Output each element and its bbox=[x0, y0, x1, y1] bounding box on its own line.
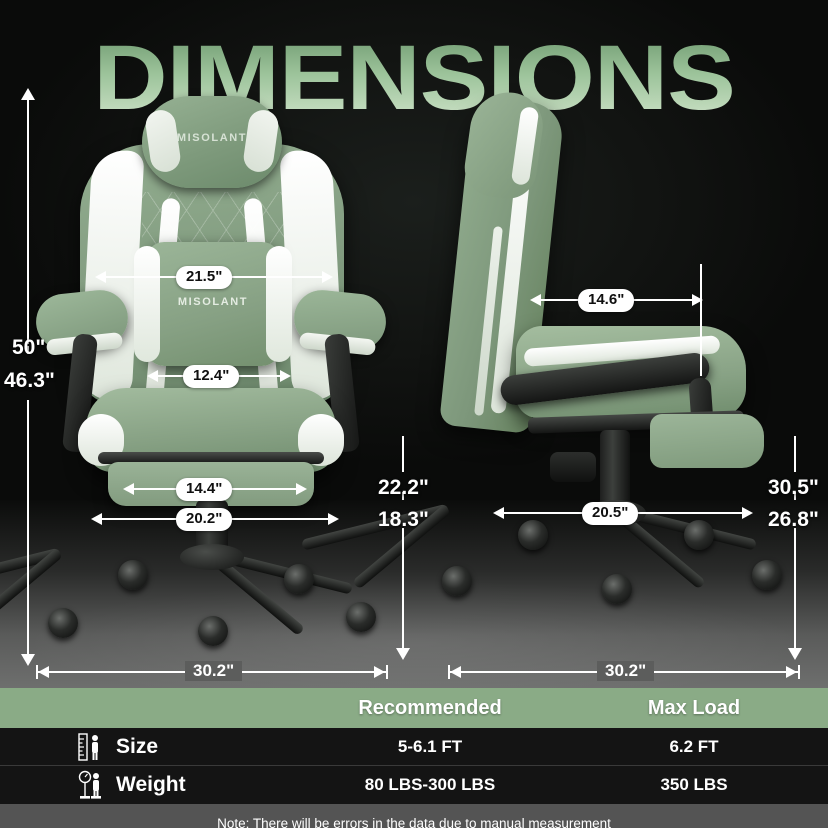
dim-back-height-min-label: 26.8" bbox=[768, 508, 819, 531]
caster-wheel bbox=[518, 520, 548, 550]
dim-height-max-label: 50" bbox=[12, 336, 46, 359]
dim-armrest-depth-label: 14.6" bbox=[578, 289, 635, 312]
height-ruler-person-icon bbox=[78, 732, 104, 762]
dim-base-width-front-label: 30.2" bbox=[185, 661, 243, 681]
table-row: Size 5-6.1 FT 6.2 FT bbox=[0, 728, 828, 766]
dim-base-depth-side-label: 30.2" bbox=[597, 661, 655, 681]
caster-wheel bbox=[284, 564, 314, 594]
dim-seat-height-max-label: 22.2" bbox=[378, 476, 429, 499]
caster-wheel bbox=[752, 560, 782, 590]
footrest-side bbox=[650, 414, 764, 468]
dim-seat-outer-width-label: 20.2" bbox=[176, 508, 233, 531]
dim-seat-height-min-label: 18.3" bbox=[378, 508, 429, 531]
cell-weight-max-load: 350 LBS bbox=[660, 775, 728, 794]
dim-seat-width-label: 14.4" bbox=[176, 478, 233, 501]
caster-wheel bbox=[118, 560, 148, 590]
dim-backrest-width-label: 21.5" bbox=[176, 266, 233, 289]
weight-scale-person-icon bbox=[78, 770, 104, 800]
dim-seat-depth-label: 20.5" bbox=[582, 502, 639, 525]
row-label-weight: Weight bbox=[116, 773, 186, 796]
header-cell-max-load: Max Load bbox=[647, 696, 741, 719]
table-row: Weight 80 LBS-300 LBS 350 LBS bbox=[0, 766, 828, 804]
gas-lift-cylinder-side bbox=[600, 430, 630, 508]
cell-size-recommended: 5-6.1 FT bbox=[397, 736, 463, 756]
row-label-size: Size bbox=[116, 734, 159, 758]
measurement-note: Note: There will be errors in the data d… bbox=[0, 804, 828, 828]
caster-wheel bbox=[684, 520, 714, 550]
footrest-bar bbox=[98, 452, 324, 464]
lumbar-brand-logo: MISOLANT bbox=[177, 296, 249, 308]
side-view-chair bbox=[301, 87, 802, 604]
lumbar-pillow bbox=[134, 242, 292, 366]
caster-wheel bbox=[48, 608, 78, 638]
caster-wheel bbox=[198, 616, 228, 646]
tilt-knob bbox=[550, 452, 596, 482]
dim-lumbar-width-label: 12.4" bbox=[183, 365, 240, 388]
spec-table-header: Recommended Max Load bbox=[0, 688, 828, 728]
cell-size-max-load: 6.2 FT bbox=[669, 736, 719, 756]
caster-wheel bbox=[602, 574, 632, 604]
spec-table: Recommended Max Load bbox=[0, 688, 828, 828]
headrest-pillow bbox=[142, 96, 282, 188]
dim-back-height-max-label: 30.5" bbox=[768, 476, 819, 499]
caster-wheel bbox=[442, 566, 472, 596]
headrest-brand-logo: MISOLANT bbox=[176, 132, 248, 144]
dim-height-min-label: 46.3" bbox=[4, 369, 55, 392]
cell-weight-recommended: 80 LBS-300 LBS bbox=[364, 775, 496, 794]
caster-wheel bbox=[346, 602, 376, 632]
header-cell-recommended: Recommended bbox=[358, 696, 502, 719]
base-hub bbox=[180, 544, 244, 570]
